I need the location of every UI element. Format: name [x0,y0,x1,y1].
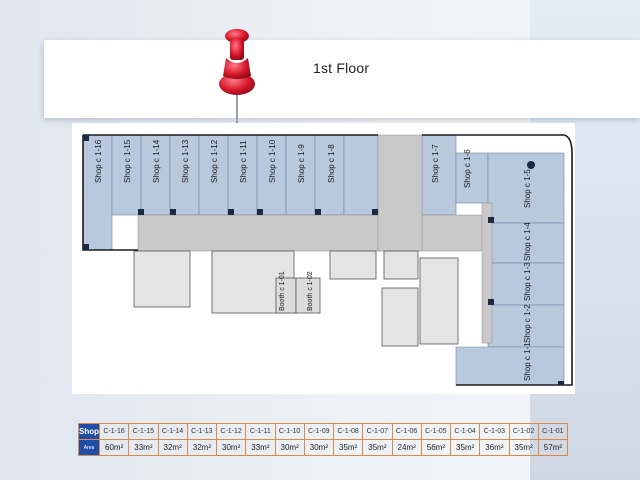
floor-plan: Shop c 1-16 Shop c 1-15 Shop c 1-14 Shop… [72,123,575,394]
table-header-shop: Shop [78,423,100,440]
area-cell: 57m² [537,439,569,456]
service-core [133,250,459,347]
shop-code-cell: C-1-08 [332,423,364,440]
shop-code-cell: C-1-09 [303,423,335,440]
shop-label-7: Shop c 1-7 [431,144,440,183]
shop-code-cell: C-1-16 [98,423,130,440]
shop-code-cell: C-1-15 [128,423,159,440]
area-cell: 35m² [508,439,539,456]
area-cell: 60m² [98,439,130,456]
shop-label-5: Shop c 1-5 [523,169,532,208]
area-cell: 32m² [157,439,188,456]
area-cell: 35m² [449,439,481,456]
shop-label-3: Shop c 1-3 [523,262,532,301]
area-cell: 30m² [303,439,335,456]
shop-label-12: Shop c 1-12 [210,139,219,183]
area-cell: 30m² [215,439,247,456]
booth-label-2: Booth c 1-02 [307,271,314,311]
area-cell: 32m² [186,439,218,456]
booth-label-1: Booth c 1-01 [279,271,286,311]
shop-label-2: Shop c 1-2 [523,304,532,343]
shop-code-cell: C-1-05 [420,423,452,440]
shop-code-cell: C-1-06 [391,423,422,440]
shop-code-cell: C-1-12 [215,423,247,440]
shop-label-16: Shop c 1-16 [94,139,103,183]
shop-code-cell: C-1-04 [449,423,481,440]
shop-label-10: Shop c 1-10 [268,139,277,183]
shop-label-8: Shop c 1-8 [327,144,336,183]
shop-label-1: Shop c 1-1 [523,342,532,381]
shop-label-6: Shop c 1-6 [463,149,472,188]
shop-code-cell: C-1-10 [274,423,305,440]
shop-code-cell: C-1-03 [479,423,510,440]
shop-code-cell: C-1-13 [186,423,218,440]
shop-label-15: Shop c 1-15 [123,139,132,183]
shop-label-4: Shop c 1-4 [523,222,532,261]
pushpin-icon [219,29,255,128]
corridor [137,134,493,344]
area-table: Shop C-1-16 C-1-15 C-1-14 C-1-13 C-1-12 … [78,423,569,456]
table-row-codes: Shop C-1-16 C-1-15 C-1-14 C-1-13 C-1-12 … [78,423,569,440]
shop-label-14: Shop c 1-14 [152,139,161,183]
area-cell: 36m² [479,439,510,456]
shop-code-cell: C-1-11 [245,423,276,440]
shop-code-cell: C-1-02 [508,423,539,440]
area-cell: 35m² [362,439,393,456]
page-title: 1st Floor [313,60,370,76]
shop-label-13: Shop c 1-13 [181,139,190,183]
shop-label-11: Shop c 1-11 [239,140,248,183]
area-cell: 56m² [420,439,452,456]
table-row-areas: Area 60m² 33m² 32m² 32m² 30m² 33m² 30m² … [78,439,569,456]
shop-code-cell: C-1-01 [537,423,569,440]
area-cell: 33m² [128,439,159,456]
area-cell: 35m² [332,439,364,456]
area-cell: 33m² [245,439,276,456]
area-cell: 30m² [274,439,305,456]
shop-code-cell: C-1-07 [362,423,393,440]
shop-label-9: Shop c 1-9 [297,144,306,183]
shop-code-cell: C-1-14 [157,423,188,440]
table-header-area: Area [78,439,100,456]
title-banner [44,40,640,118]
area-cell: 24m² [391,439,422,456]
